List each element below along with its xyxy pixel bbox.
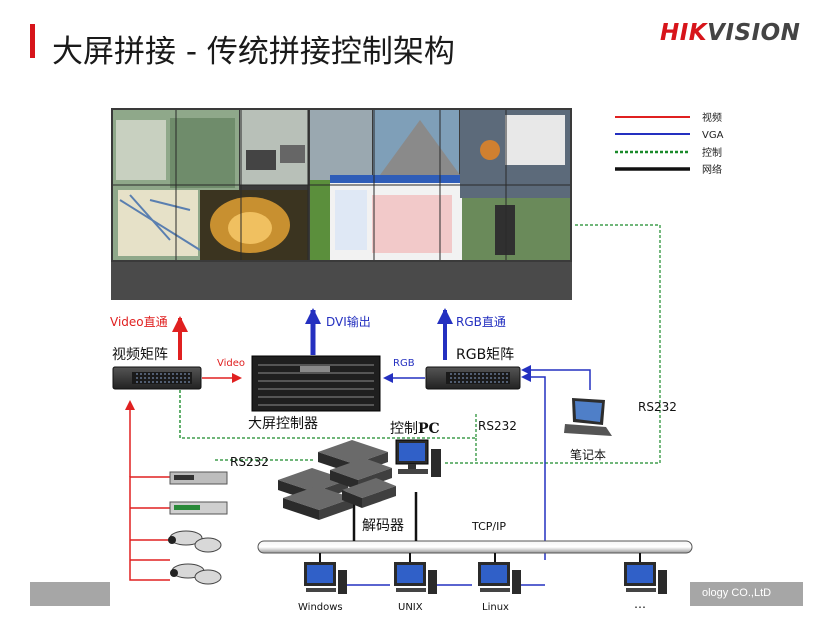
network-pc-windows — [304, 562, 347, 594]
label-video-direct: Video直通 — [110, 315, 168, 329]
label-rgb-matrix: RGB矩阵 — [456, 347, 514, 363]
legend-video: 视频 — [702, 111, 722, 124]
footer-company-text: ology CO.,LtD — [702, 587, 772, 599]
label-rgb-direct: RGB直通 — [456, 315, 506, 329]
title-accent-bar — [30, 24, 35, 58]
label-dvi-output: DVI输出 — [326, 314, 371, 329]
label-unix: UNIX — [398, 602, 423, 613]
footer-bar-right — [690, 582, 803, 606]
decoder-stack — [278, 440, 396, 520]
vga-links — [305, 308, 591, 560]
label-linux: Linux — [482, 602, 509, 613]
label-video-matrix: 视频矩阵 — [112, 347, 168, 363]
control-pc-device — [395, 439, 441, 477]
footer-bar-left — [30, 582, 110, 606]
label-decoder: 解码器 — [362, 518, 404, 534]
legend-network: 网络 — [702, 163, 722, 176]
video-sources — [168, 471, 228, 585]
video-links — [125, 316, 242, 581]
network-pc-unix — [394, 562, 437, 594]
label-video: Video — [217, 358, 245, 369]
legend-vga: VGA — [702, 130, 724, 141]
label-windows: Windows — [298, 602, 343, 613]
hikvision-logo: HIKVISION — [660, 20, 801, 46]
label-rs232-decoder: RS232 — [230, 455, 269, 469]
video-wall — [111, 108, 572, 300]
label-wall-controller: 大屏控制器 — [248, 416, 318, 432]
network-links — [257, 492, 693, 586]
control-links — [179, 224, 661, 464]
label-more: … — [634, 597, 646, 611]
label-tcpip: TCP/IP — [471, 520, 506, 533]
label-rgb: RGB — [393, 358, 415, 369]
label-control-pc: 控制PC — [390, 421, 440, 437]
label-rs232-rgb: RS232 — [478, 419, 517, 433]
laptop-device — [564, 398, 612, 436]
video-matrix-device — [112, 366, 202, 390]
legend: 视频 VGA 控制 网络 — [615, 111, 724, 176]
label-rs232-wall: RS232 — [638, 400, 677, 414]
network-pc-linux — [478, 562, 521, 594]
diagram-labels: Video直通 DVI输出 RGB直通 视频矩阵 Video RGB RGB矩阵… — [110, 314, 677, 613]
network-pc-more — [624, 562, 667, 594]
label-laptop: 笔记本 — [570, 447, 606, 462]
legend-control: 控制 — [702, 146, 722, 159]
slide-title: 大屏拼接 - 传统拼接控制架构 — [52, 34, 455, 70]
wall-controller-device — [251, 355, 381, 412]
rgb-matrix-device — [425, 366, 521, 390]
